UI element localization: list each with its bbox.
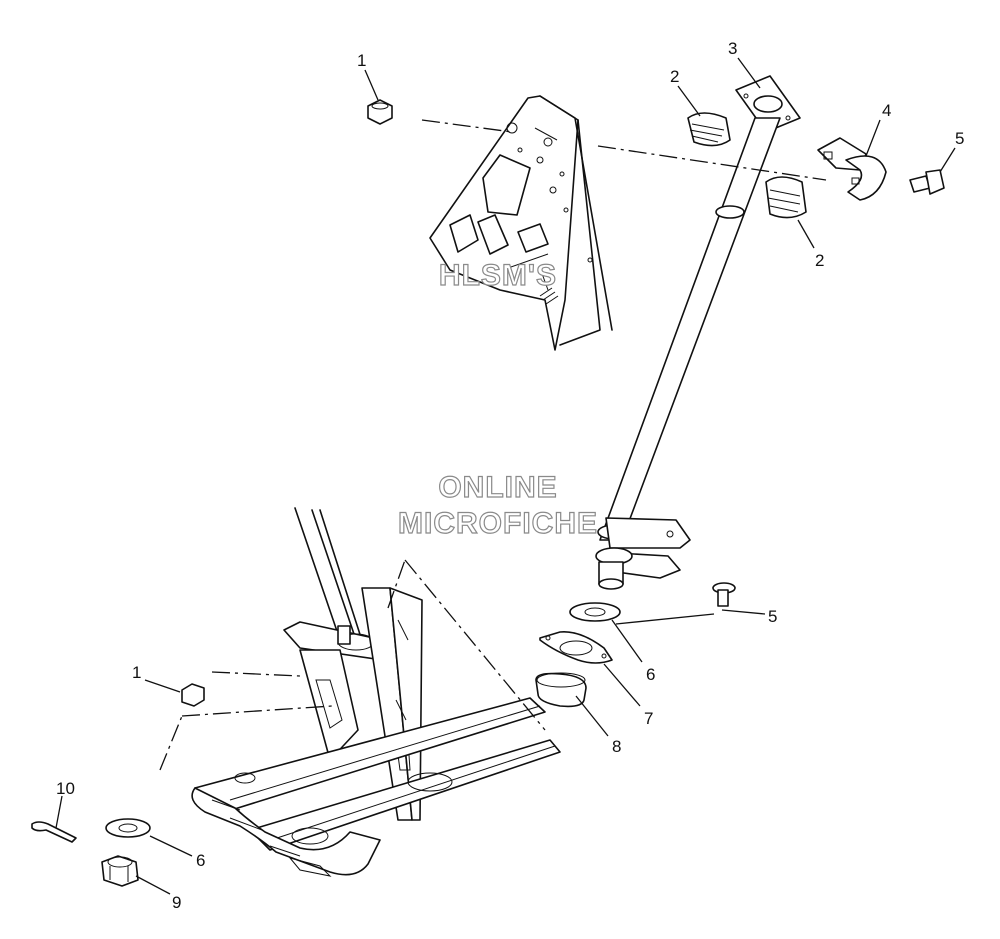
callout-label: 4	[882, 101, 891, 120]
washer-upper	[569, 602, 621, 622]
flange-plate	[539, 631, 613, 664]
callout-label: 5	[955, 129, 964, 148]
callout-label: 1	[357, 51, 366, 70]
callout-label: 3	[728, 39, 737, 58]
steering-clamp	[817, 137, 887, 201]
leader-lines	[55, 57, 956, 895]
watermark-line-1: HLSM'S	[439, 259, 557, 292]
washer-lower	[105, 818, 151, 838]
callout-labels: 1 2 3 4 5 2 5 6 7 8 1 10 6 9	[56, 39, 964, 912]
bearing	[535, 672, 587, 708]
callout-label: 10	[56, 779, 75, 798]
bolt-upper	[909, 169, 945, 195]
cotter-pin	[31, 821, 77, 843]
watermark-line-3: MICROFICHE	[398, 507, 598, 540]
callout-label: 2	[815, 251, 824, 270]
nut-lower	[181, 683, 205, 707]
callout-label: 6	[646, 665, 655, 684]
upper-bulkhead-bracket	[429, 95, 613, 351]
assembly-lines	[159, 119, 827, 771]
callout-label: 2	[670, 67, 679, 86]
bushing-lower	[765, 176, 807, 219]
lower-frame	[191, 507, 561, 877]
watermark-line-2: ONLINE	[438, 471, 557, 504]
steering-post	[595, 75, 801, 590]
bolt-lower	[712, 582, 736, 607]
callout-label: 9	[172, 893, 181, 912]
callout-label: 5	[768, 607, 777, 626]
castle-nut	[101, 855, 139, 887]
nut-upper	[367, 99, 393, 125]
callout-label: 7	[644, 709, 653, 728]
callout-label: 6	[196, 851, 205, 870]
callout-label: 8	[612, 737, 621, 756]
bushing-upper	[687, 112, 731, 147]
callout-label: 1	[132, 663, 141, 682]
watermark: HLSM'S ONLINE MICROFICHE	[397, 258, 598, 540]
